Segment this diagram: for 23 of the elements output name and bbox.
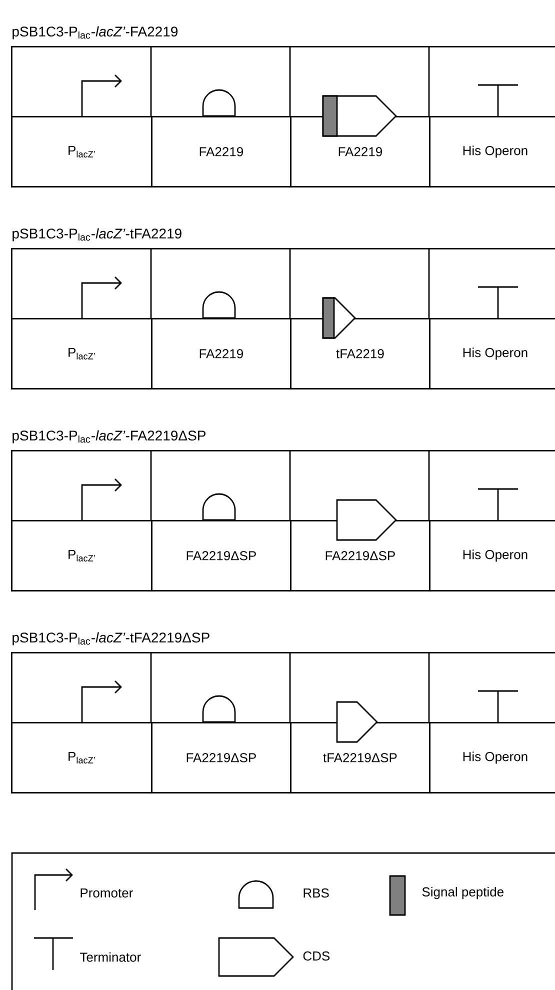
legend-item: Terminator xyxy=(33,937,141,971)
label-cell: P$_{lacZ’}$ xyxy=(11,116,152,188)
label-cell: FA2219ΔSP xyxy=(151,722,292,794)
label-cell: His Operon xyxy=(429,722,555,794)
label-cell: tFA2219ΔSP xyxy=(290,722,430,794)
label-cell: tFA2219 xyxy=(290,318,430,390)
label-cell: His Operon xyxy=(429,116,555,188)
label-cell: P$_{lacZ’}$ xyxy=(11,520,152,592)
label-cell: P$_{lacZ’}$ xyxy=(11,722,152,794)
label-cell: FA2219 xyxy=(151,116,292,188)
legend-item: Signal peptide xyxy=(389,875,504,916)
label-cell: His Operon xyxy=(429,520,555,592)
label-cell: FA2219ΔSP xyxy=(151,520,292,592)
legend-item: RBS xyxy=(238,880,329,909)
node-label: pSB1C3-P$_{lac}$-lacZ’-FA2219 xyxy=(12,26,178,40)
node-label: pSB1C3-P$_{lac}$-lacZ’-tFA2219ΔSP xyxy=(12,632,210,646)
label-cell: His Operon xyxy=(429,318,555,390)
label-cell: FA2219 xyxy=(151,318,292,390)
label-cell: P$_{lacZ’}$ xyxy=(11,318,152,390)
node-label: pSB1C3-P$_{lac}$-lacZ’-FA2219ΔSP xyxy=(12,430,206,444)
legend-item: Promoter xyxy=(34,868,133,910)
legend-item: CDS xyxy=(218,937,330,977)
node-label: pSB1C3-P$_{lac}$-lacZ’-tFA2219 xyxy=(12,228,182,242)
